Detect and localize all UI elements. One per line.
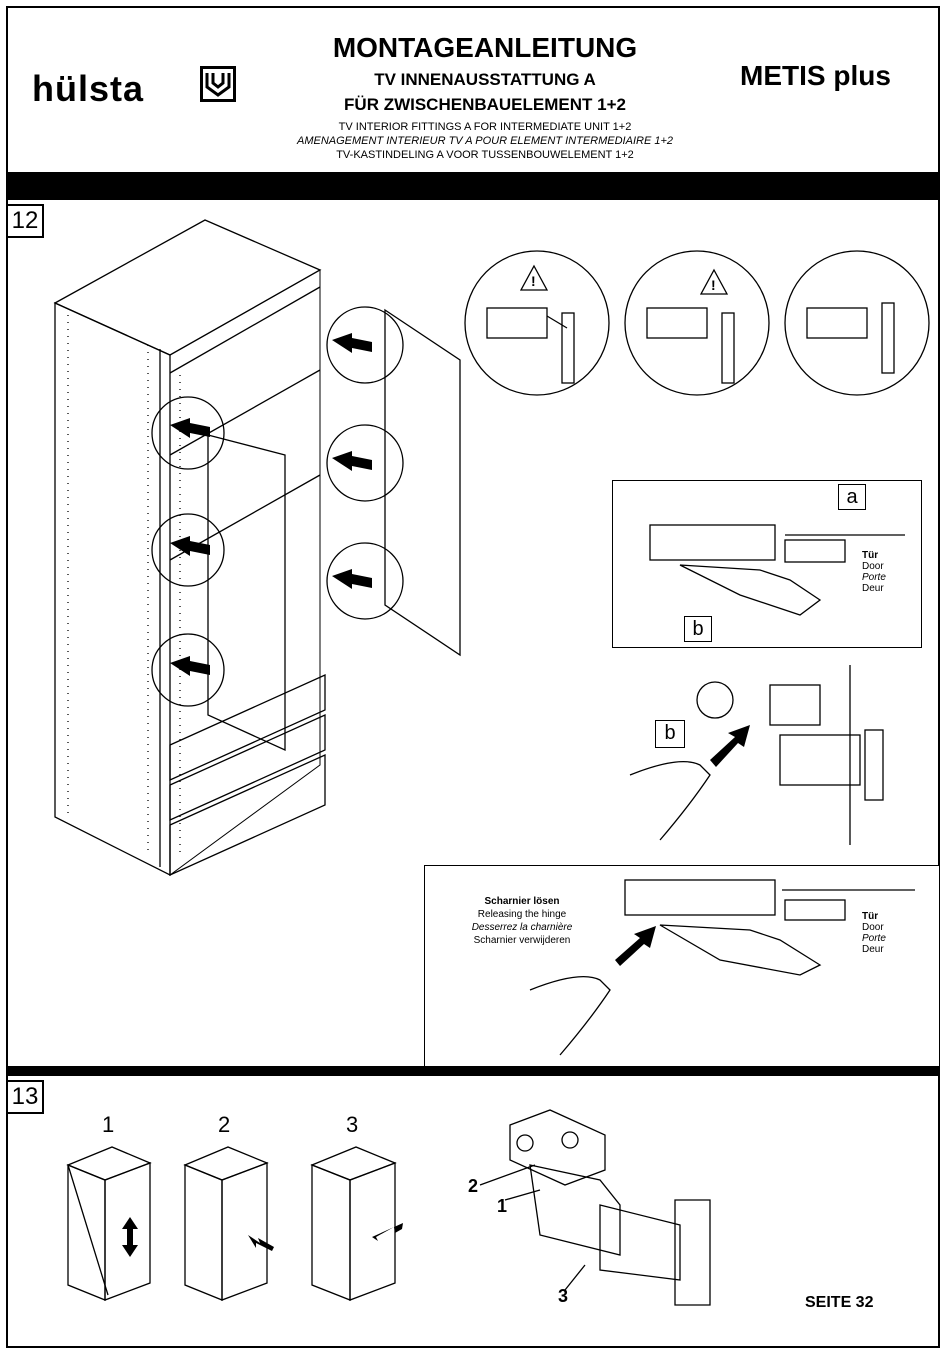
door-label-en-a: Door [862,561,884,572]
release-title-fr: Desserrez la charnière [471,922,573,933]
hinge-callout-1: 1 [497,1196,508,1216]
release-title-de: Scharnier lösen [484,896,560,907]
hinge-callout-3: 3 [558,1286,569,1306]
label-b: b [684,616,712,642]
adjust-label-1: 1 [102,1112,115,1137]
hinge-sideview-release [529,879,915,1056]
doc-subtitle-de-1: TV INNENAUSSTATTUNG A [374,70,596,89]
doc-subtitle-fr: AMENAGEMENT INTERIEUR TV A POUR ELEMENT … [297,135,673,147]
cabinet-illustration [53,219,461,877]
model-name: METIS plus [740,60,891,91]
door-label-fr-release: Porte [862,933,886,944]
release-hinge-box [424,865,940,1070]
label-b-2: b [655,720,685,748]
doc-subtitle-nl: TV-KASTINDELING A VOOR TUSSENBOUWELEMENT… [336,149,634,161]
door-label-en-release: Door [862,922,884,933]
page-frame [6,6,940,1348]
hinge-callout-2: 2 [468,1176,479,1196]
doc-title: MONTAGEANLEITUNG [332,32,638,63]
door-label-de-a: Tür [862,550,879,561]
release-title-nl: Scharnier verwijderen [473,935,571,946]
step-number-13: 13 [6,1080,44,1114]
hinge-release-press-illustration [629,665,884,845]
svg-text:!: ! [711,277,716,293]
header-divider-bar [6,172,940,200]
section-divider-bar [6,1066,940,1076]
label-a: a [838,484,866,510]
hinge-adjustment-screws-illustration [479,1109,711,1306]
adjustment-cabinets [66,1146,403,1301]
svg-text:!: ! [531,273,536,289]
brand-name: hülsta [32,68,145,109]
door-label-nl-a: Deur [862,583,884,594]
hinge-adjustment-details: ! ! [464,250,930,396]
release-title-en: Releasing the hinge [477,909,567,920]
page-number: SEITE 32 [805,1294,874,1311]
hinge-sideview-a [649,524,905,616]
doc-subtitle-en: TV INTERIOR FITTINGS A FOR INTERMEDIATE … [338,121,632,133]
detail-box-a [612,480,922,648]
brand-logo-icon [200,66,236,102]
adjust-label-2: 2 [218,1112,231,1137]
step-number-12: 12 [6,204,44,238]
door-label-nl-release: Deur [862,944,884,955]
doc-subtitle-de-2: FÜR ZWISCHENBAUELEMENT 1+2 [344,95,626,114]
door-label-de-release: Tür [862,911,879,922]
adjust-label-3: 3 [346,1112,359,1137]
door-label-fr-a: Porte [862,572,886,583]
